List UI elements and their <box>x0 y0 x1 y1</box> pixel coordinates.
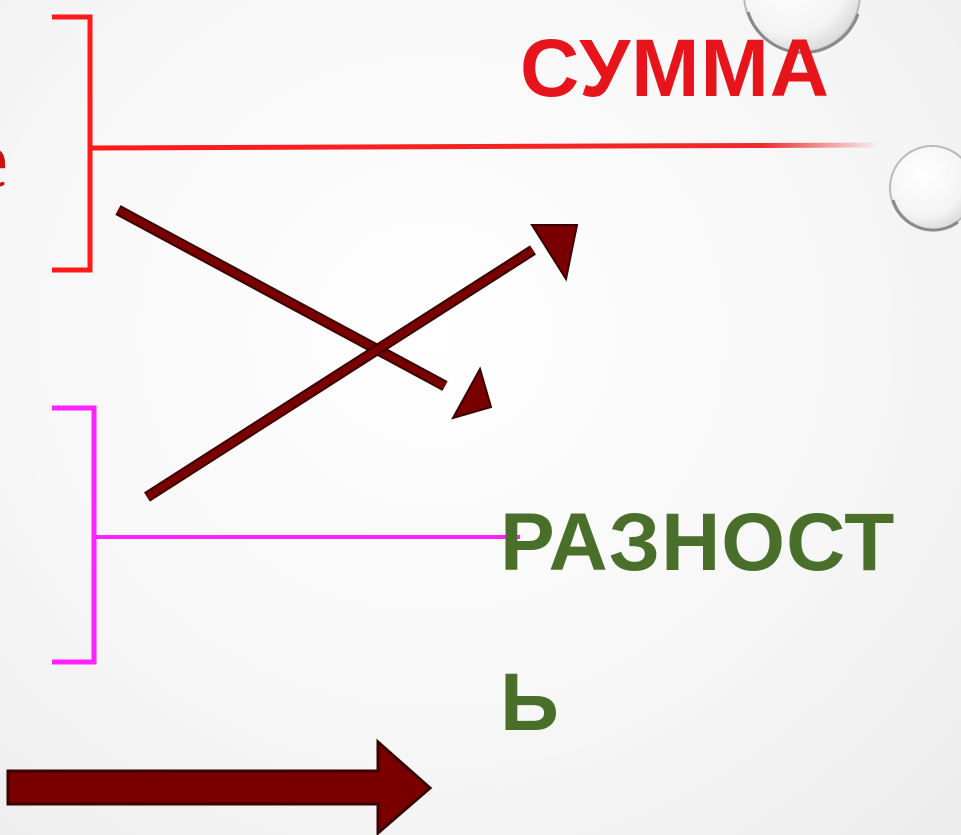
difference-bracket <box>52 405 520 665</box>
sum-label: СУММА <box>520 23 830 114</box>
difference-label-line-2: Ь <box>500 657 560 748</box>
arrow-up-right <box>144 224 579 502</box>
clipped-left-char: е <box>0 118 8 202</box>
difference-label-line-1: РАЗНОСТ <box>500 497 896 588</box>
glossy-circle-icon <box>743 0 861 55</box>
arrow-right-block <box>6 738 433 835</box>
arrow-down-right <box>115 205 493 420</box>
sum-bracket <box>52 14 881 273</box>
glossy-circle-icon <box>889 145 961 232</box>
sum-connector-line <box>89 142 881 151</box>
